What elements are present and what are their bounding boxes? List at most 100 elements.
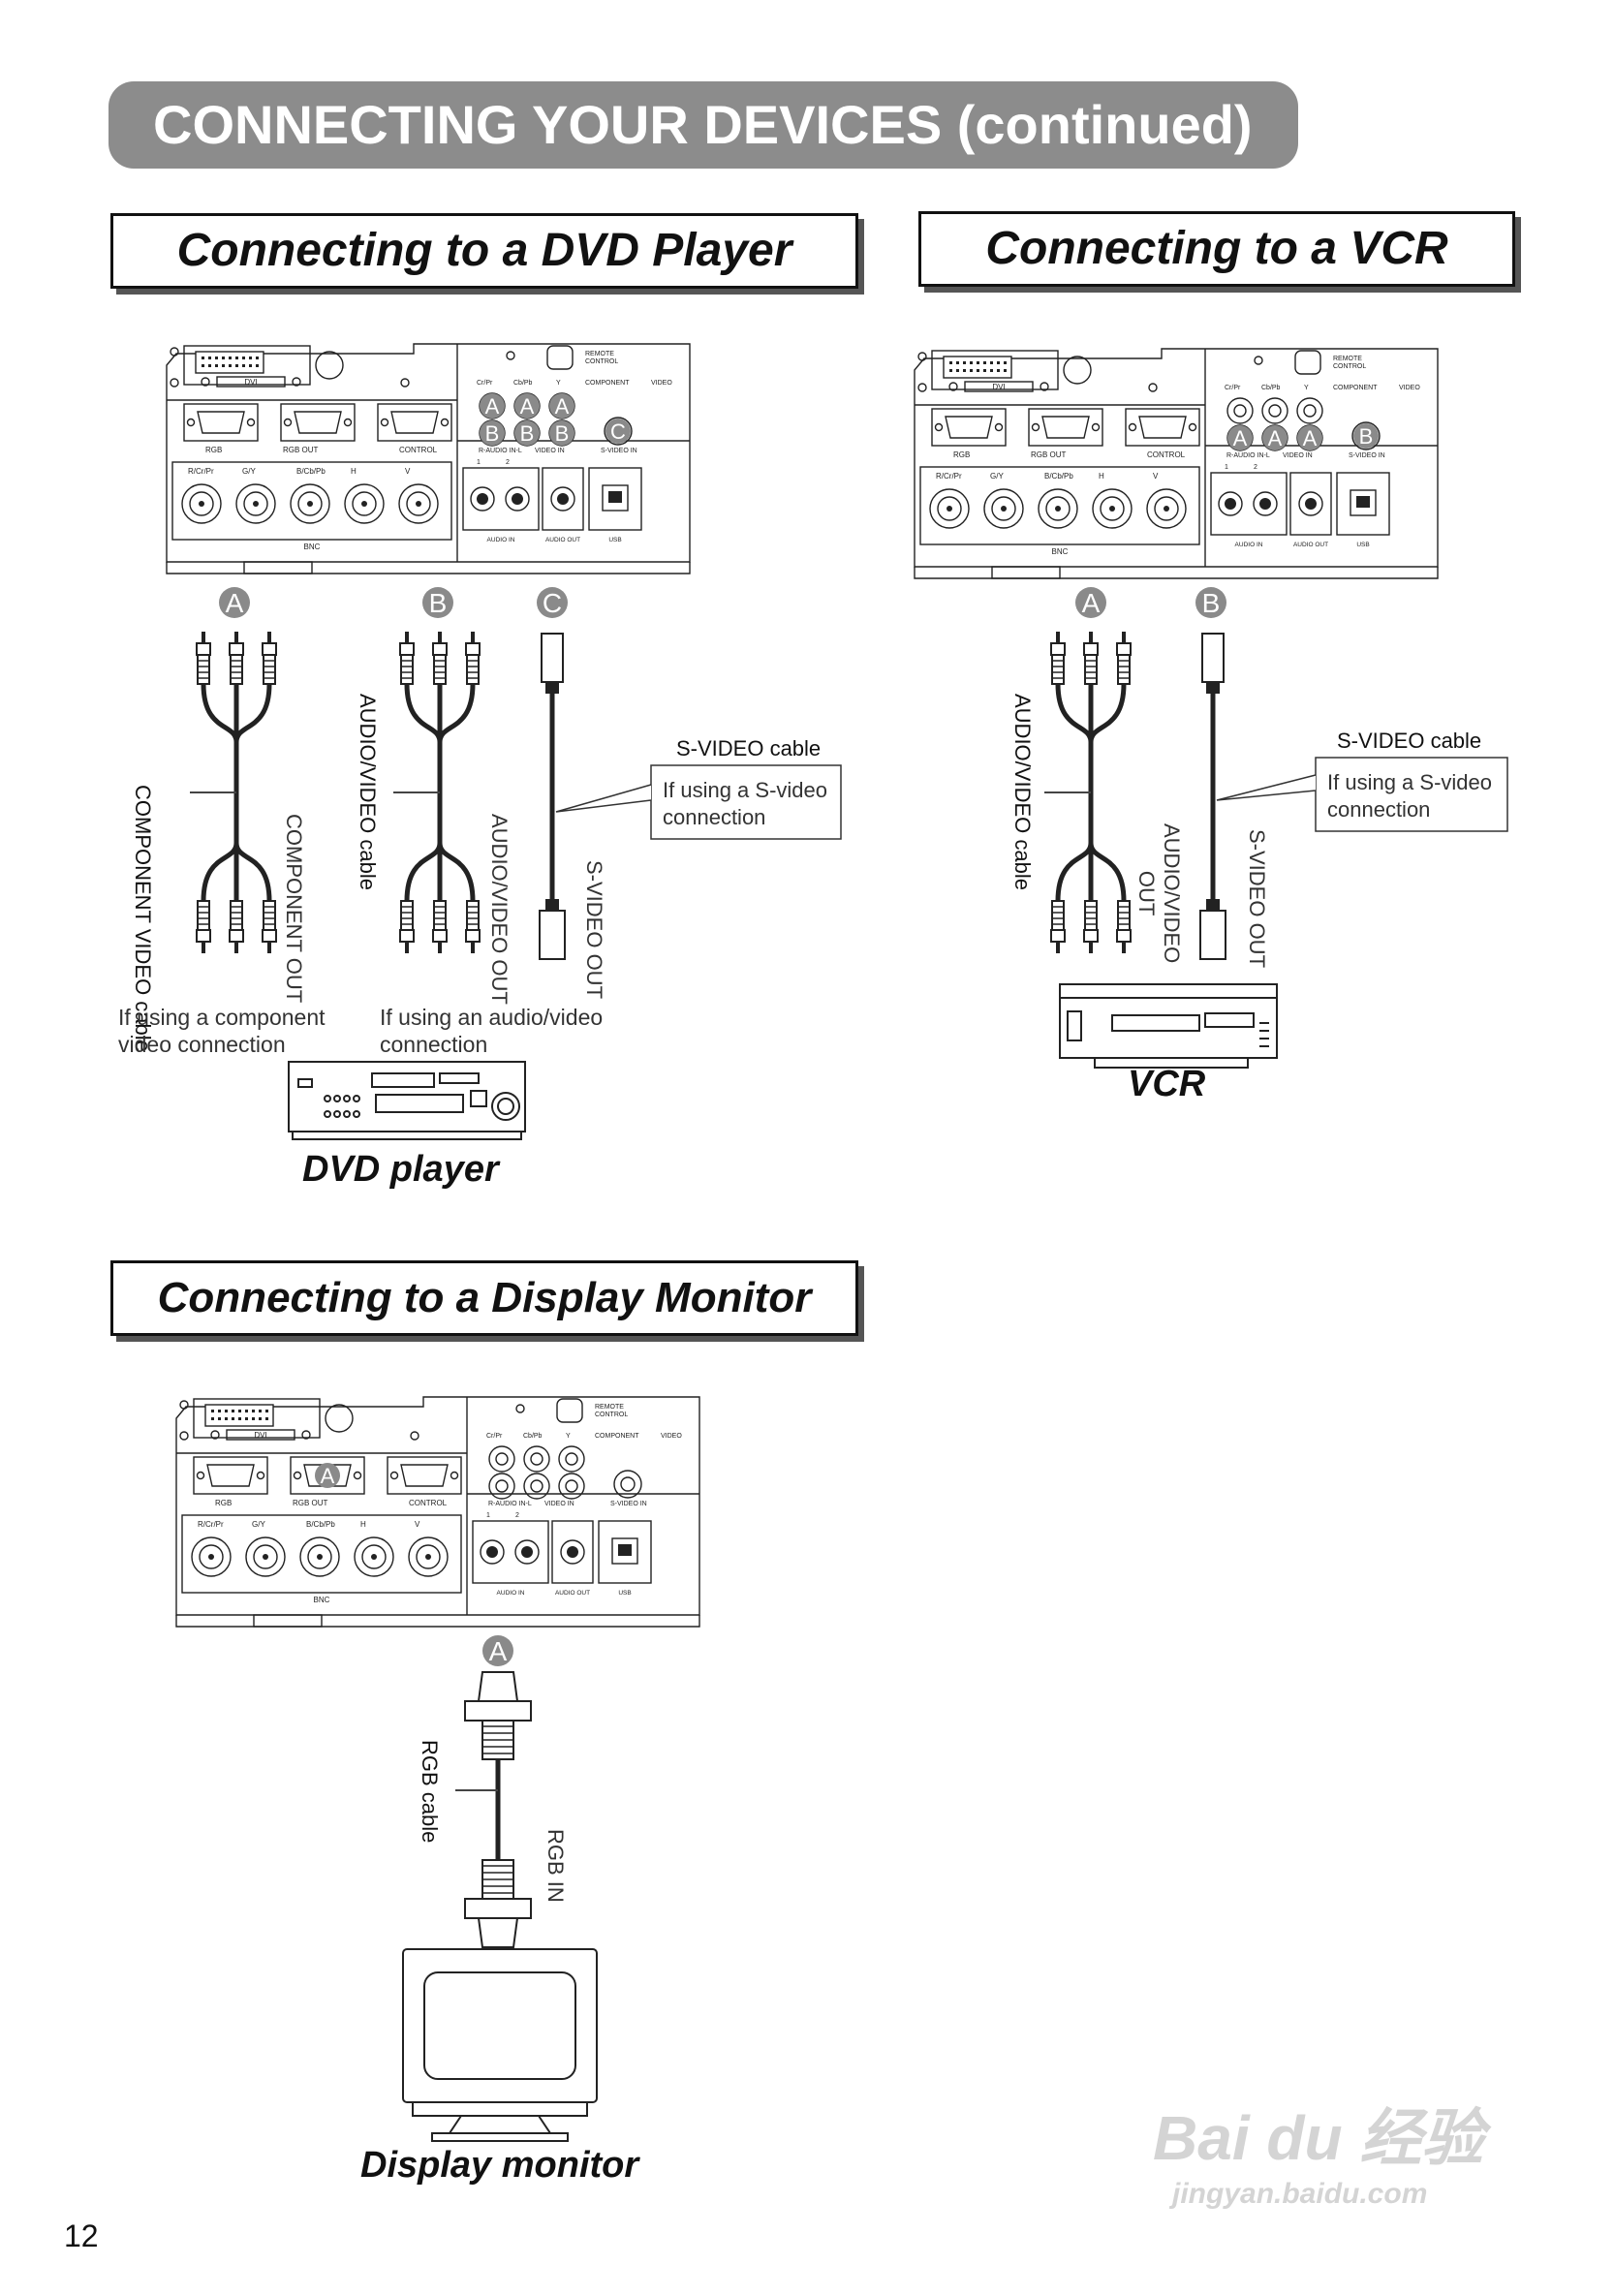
audio-jack: [1218, 491, 1243, 516]
component-cable-bottom-plug: [202, 940, 205, 953]
rgb-out-port: [294, 411, 342, 434]
svg-text:RGB: RGB: [953, 450, 970, 459]
audio-jack: [505, 486, 530, 512]
svg-text:Y: Y: [1304, 385, 1309, 391]
svg-text:REMOTE: REMOTE: [585, 351, 614, 357]
dvd-av-cable-top-plug: [471, 632, 475, 645]
component-cable-wire: [201, 842, 239, 902]
marker-a: [482, 1635, 513, 1666]
svg-text:USB: USB: [608, 537, 621, 543]
marker-a: [315, 1463, 340, 1488]
svg-text:RGB OUT: RGB OUT: [283, 446, 319, 454]
s-video-port: [613, 1470, 642, 1499]
svg-text:V: V: [405, 467, 411, 476]
s-video-port: [604, 417, 633, 446]
svg-text:R-AUDIO IN-L: R-AUDIO IN-L: [479, 448, 522, 454]
power-jack: [325, 1404, 354, 1433]
av-note: If using an audio/video connection: [380, 1005, 604, 1057]
svg-text:2: 2: [515, 1512, 519, 1519]
svg-text:S-VIDEO IN: S-VIDEO IN: [1349, 452, 1385, 459]
vcr-av-cable-wire: [1088, 842, 1127, 902]
bnc-connector: [1092, 488, 1133, 529]
rgb-port: [197, 411, 245, 434]
audio-jack: [480, 1539, 505, 1565]
usb-port: [602, 484, 629, 512]
svg-text:A: A: [1303, 426, 1318, 450]
marker-a: [480, 393, 505, 419]
svg-text:Cb/Pb: Cb/Pb: [1261, 385, 1281, 391]
vcr-av-cable-bottom-plug: [1089, 940, 1093, 953]
vcr-svideo-callout: [1315, 757, 1508, 832]
bnc-connector: [1038, 488, 1078, 529]
svg-text:R-AUDIO IN-L: R-AUDIO IN-L: [1226, 452, 1270, 459]
svg-text:REMOTE: REMOTE: [595, 1404, 624, 1411]
dvd-av-cable-label: AUDIO/VIDEO cable: [356, 694, 380, 890]
svg-text:R/Cr/Pr: R/Cr/Pr: [936, 472, 962, 481]
audio-jack: [1298, 491, 1323, 516]
svg-text:USB: USB: [618, 1590, 631, 1597]
svg-text:RGB OUT: RGB OUT: [1031, 450, 1067, 459]
vcr-av-cable-label: AUDIO/VIDEO cable: [1010, 694, 1035, 890]
screw-icon: [179, 1431, 189, 1441]
svg-text:RGB: RGB: [215, 1499, 232, 1507]
svg-text:VIDEO IN: VIDEO IN: [544, 1501, 574, 1507]
marker-b: [549, 420, 574, 446]
marker-a: [549, 393, 574, 419]
svg-text:VIDEO: VIDEO: [651, 380, 672, 387]
rgb-port: [206, 1464, 255, 1487]
screw-icon: [917, 352, 927, 361]
bnc-connector: [408, 1536, 449, 1577]
svg-text:C: C: [610, 419, 626, 444]
component-note: If using a component video connection: [118, 1005, 326, 1057]
dvi-port: [204, 1404, 274, 1427]
vcr-svideo-out-label: S-VIDEO OUT: [1245, 829, 1269, 969]
component-jack: [523, 1445, 550, 1473]
svg-text:B/Cb/Pb: B/Cb/Pb: [296, 467, 326, 476]
svg-text:AUDIO OUT: AUDIO OUT: [555, 1590, 590, 1597]
svg-text:CONTROL: CONTROL: [585, 358, 618, 365]
bnc-connector: [191, 1536, 232, 1577]
svg-text:USB: USB: [1356, 542, 1369, 548]
rgb-port: [945, 416, 993, 439]
rgb-in-label: RGB IN: [543, 1829, 568, 1903]
svg-text:Cb/Pb: Cb/Pb: [513, 380, 533, 387]
svg-text:BNC: BNC: [314, 1596, 330, 1604]
remote-control-port: [556, 1398, 583, 1423]
bnc-connector: [235, 483, 276, 524]
marker-c: [537, 587, 568, 618]
tape-slot: [1111, 1014, 1200, 1032]
svg-text:A: A: [321, 1464, 335, 1488]
marker-c: [605, 419, 631, 444]
marker-a: [1227, 425, 1253, 450]
bnc-connector: [299, 1536, 340, 1577]
remote-control-port: [1294, 350, 1321, 375]
dvd-av-cable-top-plug: [438, 632, 442, 645]
display-monitor-icon: [402, 1948, 598, 2142]
bnc-connector: [398, 483, 439, 524]
vcr-av-cable-top-plug: [1089, 632, 1093, 645]
svg-text:RGB: RGB: [205, 446, 222, 454]
svg-text:B: B: [555, 421, 570, 446]
svg-text:A: A: [1082, 588, 1101, 618]
dvd-svideo-cable-top-plug: [541, 633, 564, 683]
screw-icon: [1148, 383, 1158, 392]
vcr-av-cable-wire: [1088, 683, 1127, 743]
remote-control-port: [546, 345, 574, 370]
svg-text:A: A: [555, 394, 570, 419]
vcr-av-cable-wire: [1055, 683, 1094, 743]
marker-b: [514, 420, 540, 446]
svg-text:BNC: BNC: [1052, 547, 1069, 556]
bnc-connector: [354, 1536, 394, 1577]
vcr-label: VCR: [1128, 1064, 1206, 1104]
svg-text:A: A: [226, 588, 244, 618]
svg-text:S-VIDEO IN: S-VIDEO IN: [610, 1501, 647, 1507]
dvd-av-out-label: AUDIO/VIDEO OUT: [487, 814, 512, 1005]
svg-text:H: H: [1099, 472, 1104, 481]
svg-text:DVI: DVI: [992, 383, 1005, 391]
svg-text:B: B: [485, 421, 500, 446]
component-cable-wire: [233, 842, 272, 902]
marker-b: [422, 587, 453, 618]
svg-text:CONTROL: CONTROL: [595, 1412, 628, 1418]
dvd-av-cable-wire: [404, 683, 443, 743]
dvd-av-cable-bottom-plug: [438, 940, 442, 953]
